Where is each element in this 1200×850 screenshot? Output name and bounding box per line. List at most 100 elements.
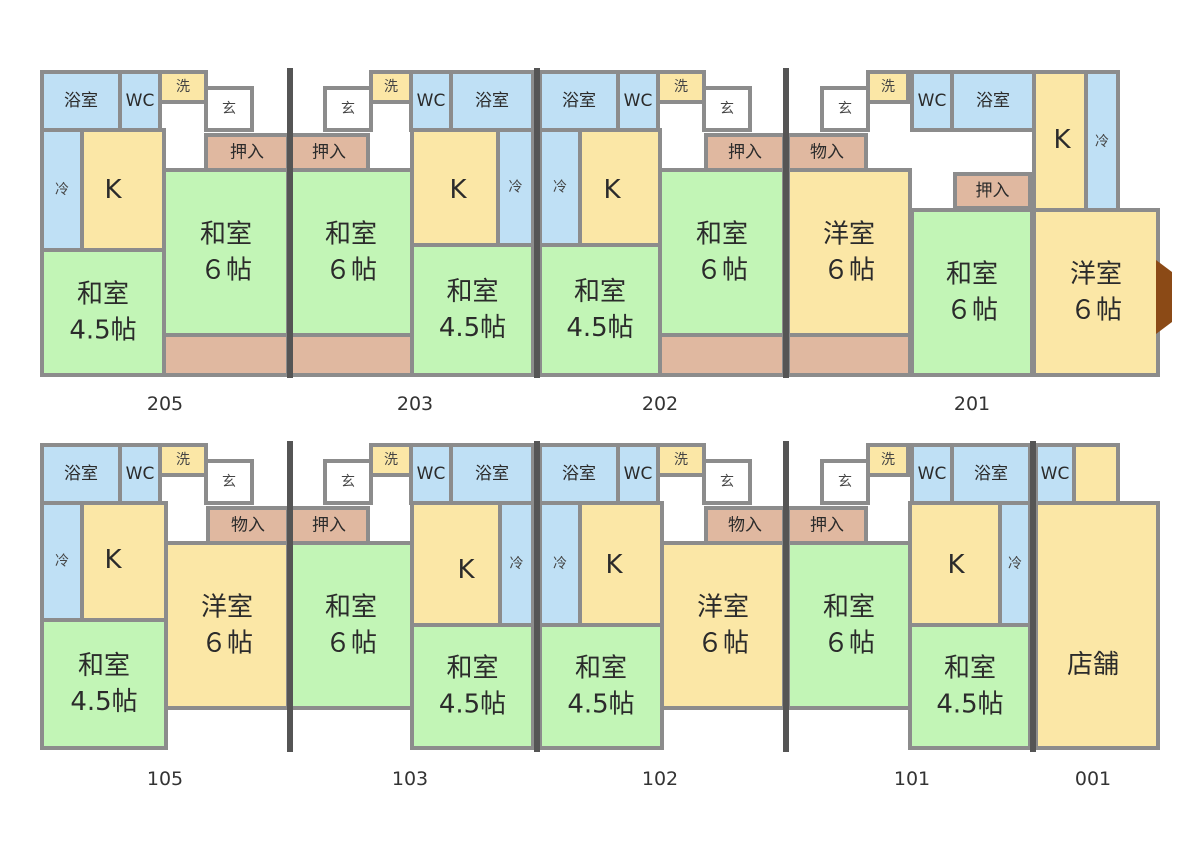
u201-washitsu-6 [910, 208, 1034, 377]
u103-kitchen-label: K [457, 555, 475, 585]
u103-wc-label: WC [417, 464, 446, 484]
u201-yoshitsu-left-size: ６帖 [823, 256, 875, 286]
u001-shop [1034, 501, 1160, 750]
u202-washitsu-45-title: 和室 [574, 277, 626, 307]
u103-washitsu-6-size: ６帖 [325, 629, 377, 659]
u205-entry [204, 86, 254, 132]
u201-washitsu-6-title: 和室 [946, 260, 998, 290]
unit-numbers: 205 203 202 201 105 103 102 101 001 [147, 393, 1111, 790]
u202-washitsu-6-size: ６帖 [696, 256, 748, 286]
u201-yoshitsu-right-title: 洋室 [1070, 260, 1122, 290]
u203-washitsu-45-size: 4.5帖 [439, 313, 506, 343]
u205-washitsu-45-title: 和室 [77, 280, 129, 310]
u103-entry-label: 玄 [341, 473, 355, 490]
u203-washitsu-45 [410, 243, 535, 377]
u203-entry-label: 玄 [341, 100, 355, 117]
u101-wc-label: WC [918, 464, 947, 484]
top-divider-1 [534, 68, 540, 378]
u203-bath-label: 浴室 [475, 91, 509, 111]
u202-entry-label: 玄 [720, 100, 734, 117]
u105-yoshitsu-title: 洋室 [201, 593, 253, 623]
u103-entry [323, 459, 373, 505]
u201-storage-label: 物入 [810, 143, 844, 163]
u105-kitchen [80, 501, 168, 622]
u105-bath [40, 443, 122, 505]
u205-washitsu-45-size: 4.5帖 [69, 316, 136, 346]
u202-entry [702, 86, 752, 132]
u202-wash [656, 70, 706, 104]
u201-bay-window [1156, 260, 1172, 334]
u202-fridge-area-label: 冷 [553, 180, 567, 196]
u102-entry-label: 玄 [720, 473, 734, 490]
u105-storage-label: 物入 [231, 516, 265, 536]
u205-kitchen-label: K [104, 175, 122, 205]
u202-wc-label: WC [624, 91, 653, 111]
u101-washitsu-6-title: 和室 [823, 593, 875, 623]
u105-bath-label: 浴室 [64, 464, 98, 484]
u105-kitchen-label: K [104, 545, 122, 575]
room-shapes [40, 68, 1172, 752]
top-divider-0 [287, 68, 293, 378]
u101-washitsu-45 [908, 623, 1032, 750]
u202-balcony-storage [658, 333, 786, 377]
u101-washitsu-45-title: 和室 [944, 654, 996, 684]
u101-entry [820, 459, 870, 505]
u201-closet-label: 押入 [976, 181, 1010, 201]
unit-number-201: 201 [954, 393, 990, 415]
u102-bath-label: 浴室 [562, 464, 596, 484]
u102-washitsu-45-size: 4.5帖 [567, 690, 634, 720]
u101-fridge-area-label: 冷 [1008, 556, 1022, 572]
u102-entry [702, 459, 752, 505]
u105-entry [204, 459, 254, 505]
u105-yoshitsu [164, 541, 290, 710]
u103-fridge-area-label: 冷 [510, 556, 524, 572]
u105-entry-label: 玄 [222, 473, 236, 490]
u001-shop-label: 店舗 [1067, 650, 1119, 680]
u205-washitsu-6-size: ６帖 [200, 256, 252, 286]
bottom-divider-2 [783, 441, 789, 752]
u205-washitsu-6-title: 和室 [200, 220, 252, 250]
u201-yoshitsu-right-size: ６帖 [1070, 296, 1122, 326]
u203-kitchen-label: K [449, 175, 467, 205]
u101-washitsu-45-size: 4.5帖 [936, 690, 1003, 720]
u101-washitsu-6 [786, 541, 912, 710]
u103-wash [369, 443, 413, 477]
u203-entry [323, 86, 373, 132]
u202-kitchen-label: K [603, 175, 621, 205]
u103-washitsu-6 [288, 541, 414, 710]
u201-bath-label: 浴室 [976, 91, 1010, 111]
u205-entry-label: 玄 [222, 100, 236, 117]
u203-fridge-area-label: 冷 [509, 180, 523, 196]
u202-washitsu-45-size: 4.5帖 [566, 313, 633, 343]
unit-number-101: 101 [894, 768, 930, 790]
u201-yoshitsu-left [786, 168, 912, 337]
u201-balcony-storage [786, 333, 912, 377]
u205-washitsu-6 [162, 168, 290, 337]
unit-number-203: 203 [397, 393, 433, 415]
u205-wc-label: WC [126, 91, 155, 111]
u201-wc [910, 70, 954, 132]
u202-closet [704, 133, 786, 172]
u105-yoshitsu-size: ６帖 [201, 629, 253, 659]
u203-fridge-area [496, 128, 535, 247]
u105-fridge-area-label: 冷 [55, 554, 69, 570]
u105-washitsu-45 [40, 618, 168, 750]
u203-washitsu-6 [288, 168, 414, 337]
u102-wash-label: 洗 [674, 452, 688, 468]
u203-wc-label: WC [417, 91, 446, 111]
u105-wash-label: 洗 [176, 452, 190, 468]
u101-wash [866, 443, 910, 477]
bottom-divider-0 [287, 441, 293, 752]
u103-washitsu-45 [410, 623, 535, 750]
u201-wash [866, 70, 910, 104]
u205-wash-label: 洗 [176, 79, 190, 95]
u203-washitsu-6-size: ６帖 [325, 256, 377, 286]
u202-closet-label: 押入 [728, 143, 762, 163]
u201-wc-label: WC [918, 91, 947, 111]
u201-bath [950, 70, 1036, 132]
u103-bath [449, 443, 535, 505]
u102-storage-label: 物入 [728, 516, 762, 536]
u103-bath-label: 浴室 [475, 464, 509, 484]
unit-number-102: 102 [642, 768, 678, 790]
